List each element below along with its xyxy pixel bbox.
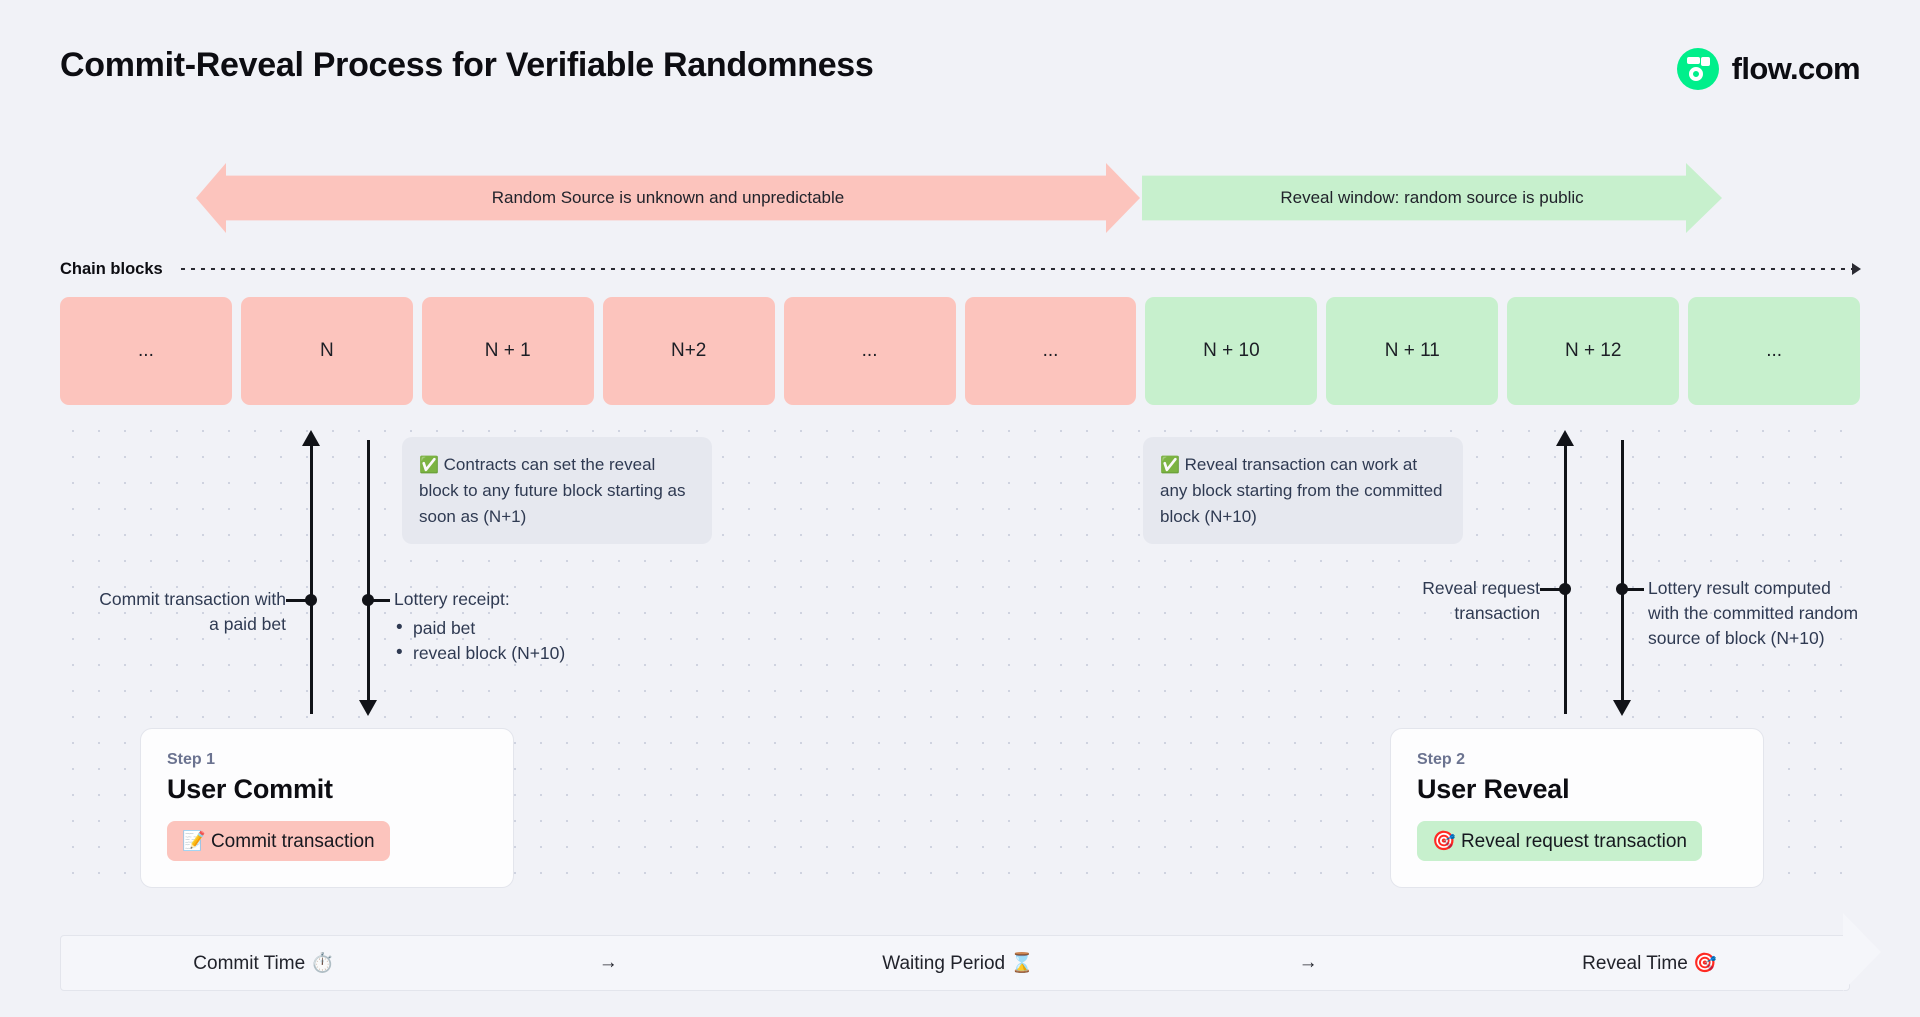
- chain-block[interactable]: N + 1: [421, 297, 594, 405]
- chain-block-label: ...: [1766, 340, 1783, 361]
- white-check-mark-icon: ✅: [1160, 457, 1180, 474]
- chain-block-label: ...: [138, 340, 154, 361]
- receipt-connector-block: Lottery receipt: paid bet reveal block (…: [394, 587, 664, 666]
- chain-block-label: N + 10: [1203, 340, 1260, 361]
- note-reveal-transaction: ✅ Reveal transaction can work at any blo…: [1143, 437, 1463, 544]
- lottery-result-connector-stub: [1622, 588, 1644, 591]
- chain-block[interactable]: N + 12: [1507, 297, 1680, 405]
- step-2-action-pill[interactable]: 🎯 Reveal request transaction: [1417, 821, 1702, 861]
- footer-phase-waiting-period: Waiting Period ⌛: [882, 953, 1035, 974]
- chain-blocks-header: Chain blocks: [60, 258, 1861, 280]
- step-1-kicker: Step 1: [167, 751, 216, 768]
- lottery-result-connector-line: [1621, 440, 1624, 708]
- memo-icon: 📝: [182, 831, 206, 852]
- reveal-request-connector-label: Reveal request transaction: [1422, 578, 1540, 623]
- step-2-pill-label: Reveal request transaction: [1460, 831, 1687, 852]
- reveal-request-connector-dot: [1559, 583, 1571, 595]
- banner-random-source-unknown: Random Source is unknown and unpredictab…: [196, 163, 1140, 233]
- note-reveal-text: Reveal transaction can work at any block…: [1160, 455, 1443, 526]
- reveal-request-connector-line: [1564, 446, 1567, 714]
- receipt-connector-line: [367, 440, 370, 708]
- receipt-connector-arrow-icon: [359, 700, 377, 716]
- chain-block[interactable]: N + 11: [1326, 297, 1499, 405]
- step-card-user-commit[interactable]: Step 1 User Commit 📝 Commit transaction: [140, 728, 514, 888]
- lottery-result-connector-label: Lottery result computed with the committ…: [1648, 578, 1859, 648]
- footer-timeline-arrow-icon: [1843, 913, 1881, 991]
- page-title: Commit-Reveal Process for Verifiable Ran…: [60, 46, 874, 84]
- note-contracts-text: Contracts can set the reveal block to an…: [419, 455, 686, 526]
- footer-phase-commit-time: Commit Time ⏱️: [193, 953, 335, 974]
- footer-timeline: Commit Time ⏱️ → Waiting Period ⌛ → Reve…: [60, 935, 1850, 991]
- chain-block-label: N + 1: [484, 340, 531, 361]
- commit-connector-line: [310, 446, 313, 714]
- banner-reveal-label: Reveal window: random source is public: [1280, 188, 1584, 207]
- banner-reveal-window: Reveal window: random source is public: [1142, 163, 1722, 233]
- chain-block[interactable]: ...: [1688, 297, 1861, 405]
- chain-block-label: ...: [1042, 340, 1059, 361]
- step-2-kicker: Step 2: [1417, 751, 1466, 768]
- commit-connector-arrow-icon: [302, 430, 320, 446]
- chain-block-label: N: [319, 340, 334, 361]
- commit-connector-stub: [286, 599, 310, 602]
- chain-blocks-row: ... N N + 1 N+2 ... ... N + 10 N + 11 N …: [60, 297, 1861, 405]
- chain-block-label: N + 12: [1564, 340, 1622, 361]
- receipt-connector-label: Lottery receipt:: [394, 589, 510, 609]
- footer-arrow-icon: →: [598, 952, 618, 973]
- receipt-bullet: paid bet: [394, 615, 664, 642]
- reveal-request-connector-arrow-icon: [1556, 430, 1574, 446]
- step-1-pill-label: Commit transaction: [210, 831, 375, 852]
- flow-logo-icon: [1676, 48, 1719, 90]
- receipt-bullet: reveal block (N+10): [394, 640, 664, 667]
- reveal-request-connector-stub: [1540, 588, 1564, 591]
- chain-block[interactable]: N: [240, 297, 413, 405]
- chain-arrow-icon: [1852, 263, 1861, 275]
- footer-arrow-icon: →: [1298, 952, 1318, 973]
- step-1-action-pill[interactable]: 📝 Commit transaction: [167, 821, 390, 861]
- chain-block[interactable]: N+2: [602, 297, 775, 405]
- chain-blocks-label: Chain blocks: [60, 259, 163, 278]
- step-1-title: User Commit: [167, 774, 333, 804]
- receipt-bullet-list: paid bet reveal block (N+10): [394, 615, 664, 667]
- direct-hit-icon: 🎯: [1432, 831, 1456, 852]
- chain-block[interactable]: N + 10: [1145, 297, 1318, 405]
- chain-block-label: ...: [861, 340, 878, 361]
- chain-block[interactable]: ...: [783, 297, 956, 405]
- brand-logo: flow.com: [1676, 48, 1861, 90]
- chain-block-label: N+2: [670, 340, 707, 361]
- receipt-connector-stub: [368, 599, 390, 602]
- footer-phase-reveal-time: Reveal Time 🎯: [1582, 953, 1717, 974]
- step-card-user-reveal[interactable]: Step 2 User Reveal 🎯 Reveal request tran…: [1390, 728, 1764, 888]
- commit-connector-label: Commit transaction with a paid bet: [99, 589, 286, 634]
- note-contracts-reveal-block: ✅ Contracts can set the reveal block to …: [402, 437, 712, 544]
- phase-banner-row: Random Source is unknown and unpredictab…: [0, 163, 1920, 233]
- chain-block-label: N + 11: [1384, 340, 1440, 361]
- brand-name: flow.com: [1731, 51, 1861, 86]
- chain-block[interactable]: ...: [964, 297, 1137, 405]
- lottery-result-connector-arrow-icon: [1613, 700, 1631, 716]
- step-2-title: User Reveal: [1417, 774, 1570, 804]
- chain-block[interactable]: ...: [60, 297, 232, 405]
- commit-connector-dot: [305, 594, 317, 606]
- white-check-mark-icon: ✅: [419, 457, 439, 474]
- banner-unknown-label: Random Source is unknown and unpredictab…: [491, 188, 845, 207]
- chain-dotted-line: [180, 263, 1861, 275]
